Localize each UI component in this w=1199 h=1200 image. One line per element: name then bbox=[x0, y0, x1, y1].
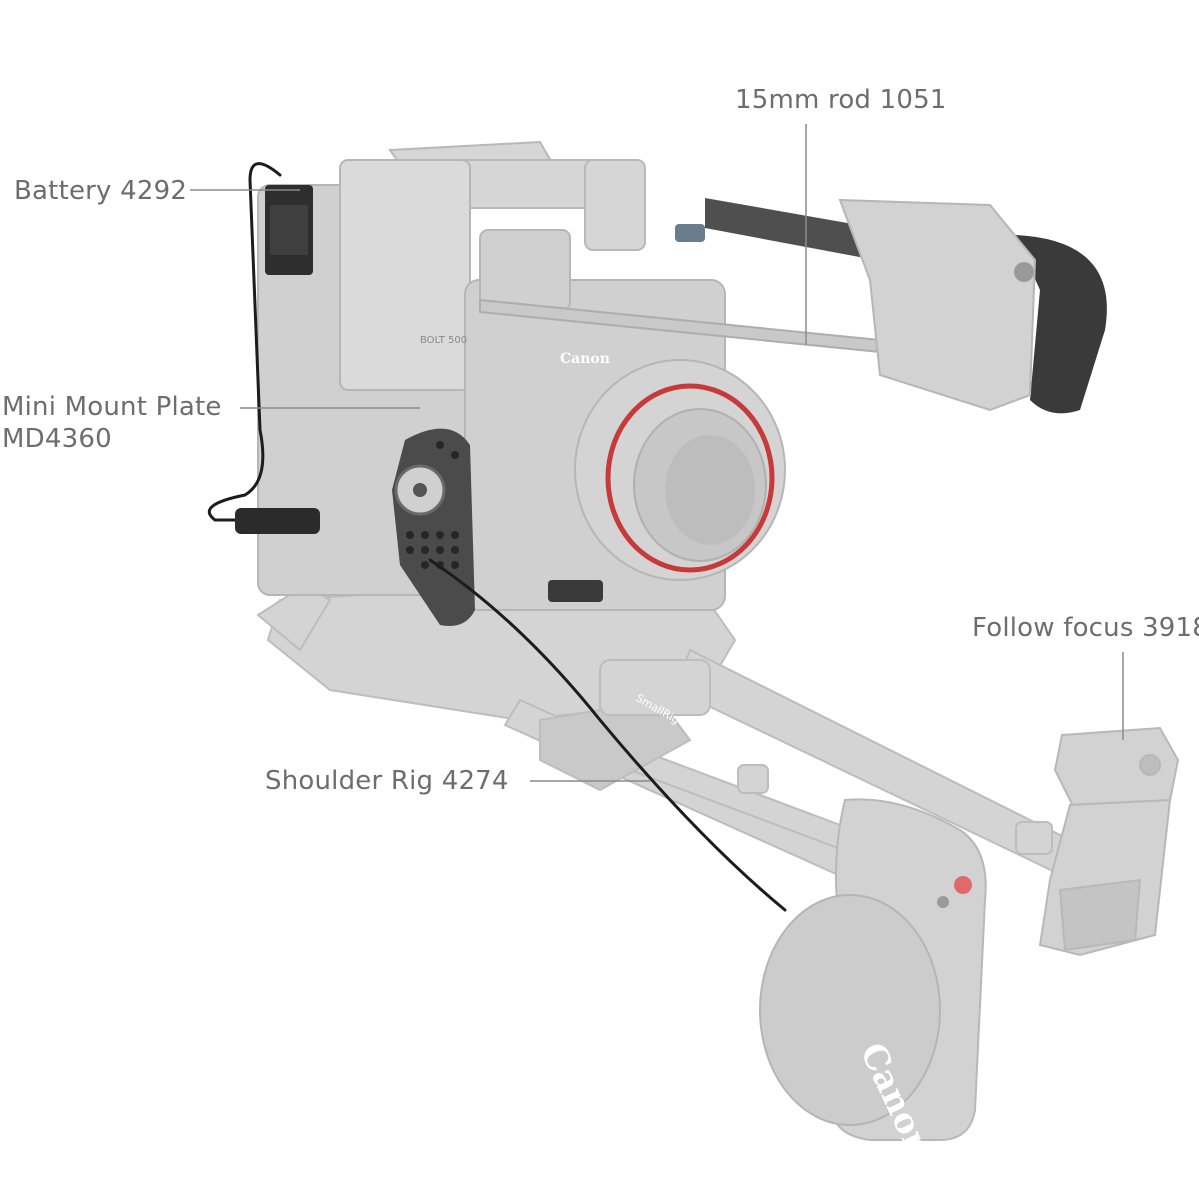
callout-follow-focus: Follow focus 3918 bbox=[972, 612, 1199, 644]
callout-focus-text: Follow focus 3918 bbox=[972, 613, 1199, 643]
callout-mount-line1: Mini Mount Plate bbox=[2, 392, 222, 422]
battery-4292 bbox=[265, 185, 313, 275]
canon-camera-mark: Canon bbox=[560, 351, 610, 367]
shoulder-rig bbox=[256, 573, 1072, 907]
xlr-plug bbox=[235, 508, 320, 534]
callout-mount-line2: MD4360 bbox=[2, 424, 112, 454]
follow-focus bbox=[1038, 726, 1180, 957]
callout-rod: 15mm rod 1051 bbox=[735, 84, 947, 116]
canon-handgrip: Canon bbox=[759, 798, 987, 1164]
camera-lens bbox=[574, 359, 786, 581]
power-cable bbox=[207, 162, 787, 912]
callout-rod-text: 15mm rod 1051 bbox=[735, 85, 947, 115]
leader-lines bbox=[190, 124, 1124, 782]
callout-battery-text: Battery 4292 bbox=[14, 176, 188, 206]
callout-shoulder-rig: Shoulder Rig 4274 bbox=[265, 765, 509, 797]
callout-shoulder-text: Shoulder Rig 4274 bbox=[265, 766, 509, 796]
bolt-500-mark: BOLT 500 bbox=[420, 335, 467, 346]
rod-1051 bbox=[479, 198, 1107, 414]
callout-mount-plate: Mini Mount Plate MD4360 bbox=[2, 391, 222, 455]
callout-battery: Battery 4292 bbox=[14, 175, 187, 207]
